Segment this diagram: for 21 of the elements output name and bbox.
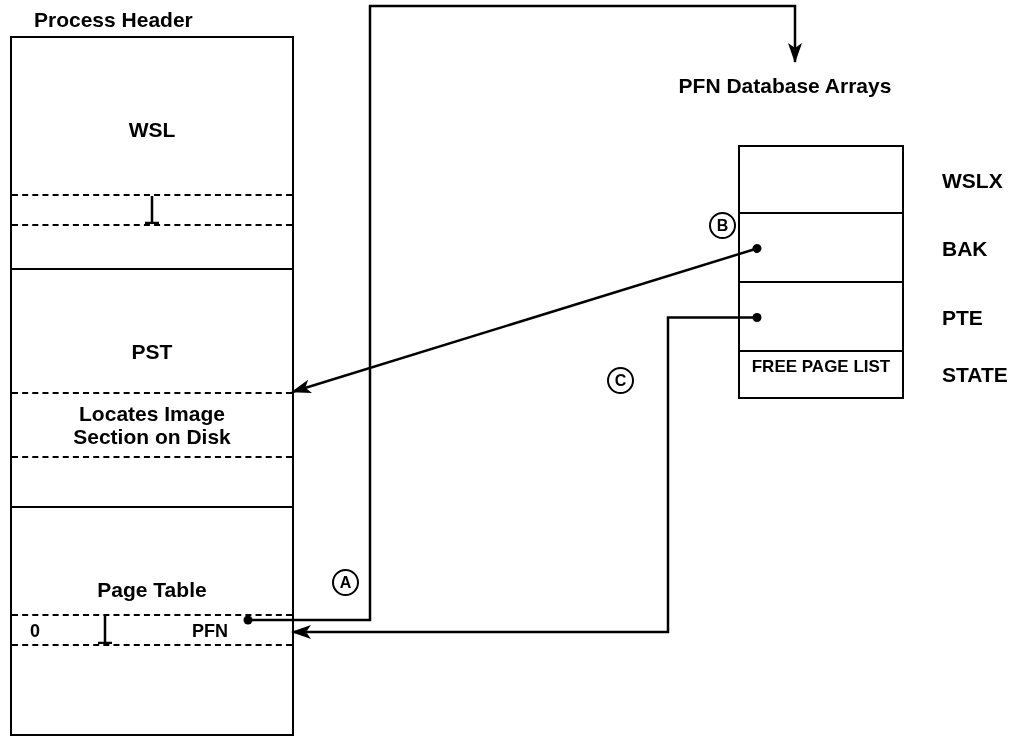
- heading: Process Header: [34, 8, 193, 32]
- arrow: [291, 244, 762, 394]
- edge-label: A: [332, 569, 359, 596]
- entry-field-label: 0: [30, 622, 40, 642]
- edge-label: B: [709, 212, 736, 239]
- row-caption: WSLX: [942, 168, 1003, 192]
- row-caption: BAK: [942, 236, 988, 260]
- arrow: [291, 313, 762, 639]
- section-label: Locates Image Section on Disk: [72, 402, 232, 449]
- dashed-entry-row: [12, 392, 292, 458]
- section-label: WSL: [127, 118, 177, 142]
- entry-field-label: PFN: [192, 622, 228, 642]
- row-caption: PTE: [942, 305, 983, 329]
- section-label: PST: [130, 340, 174, 364]
- section-label: Page Table: [96, 578, 208, 602]
- row-caption: STATE: [942, 362, 1008, 386]
- arrow: [243, 4, 802, 625]
- edge-label: C: [607, 367, 634, 394]
- heading: PFN Database Arrays: [677, 74, 893, 98]
- section-label: FREE PAGE LIST: [750, 358, 892, 377]
- dashed-entry-row: [12, 614, 292, 646]
